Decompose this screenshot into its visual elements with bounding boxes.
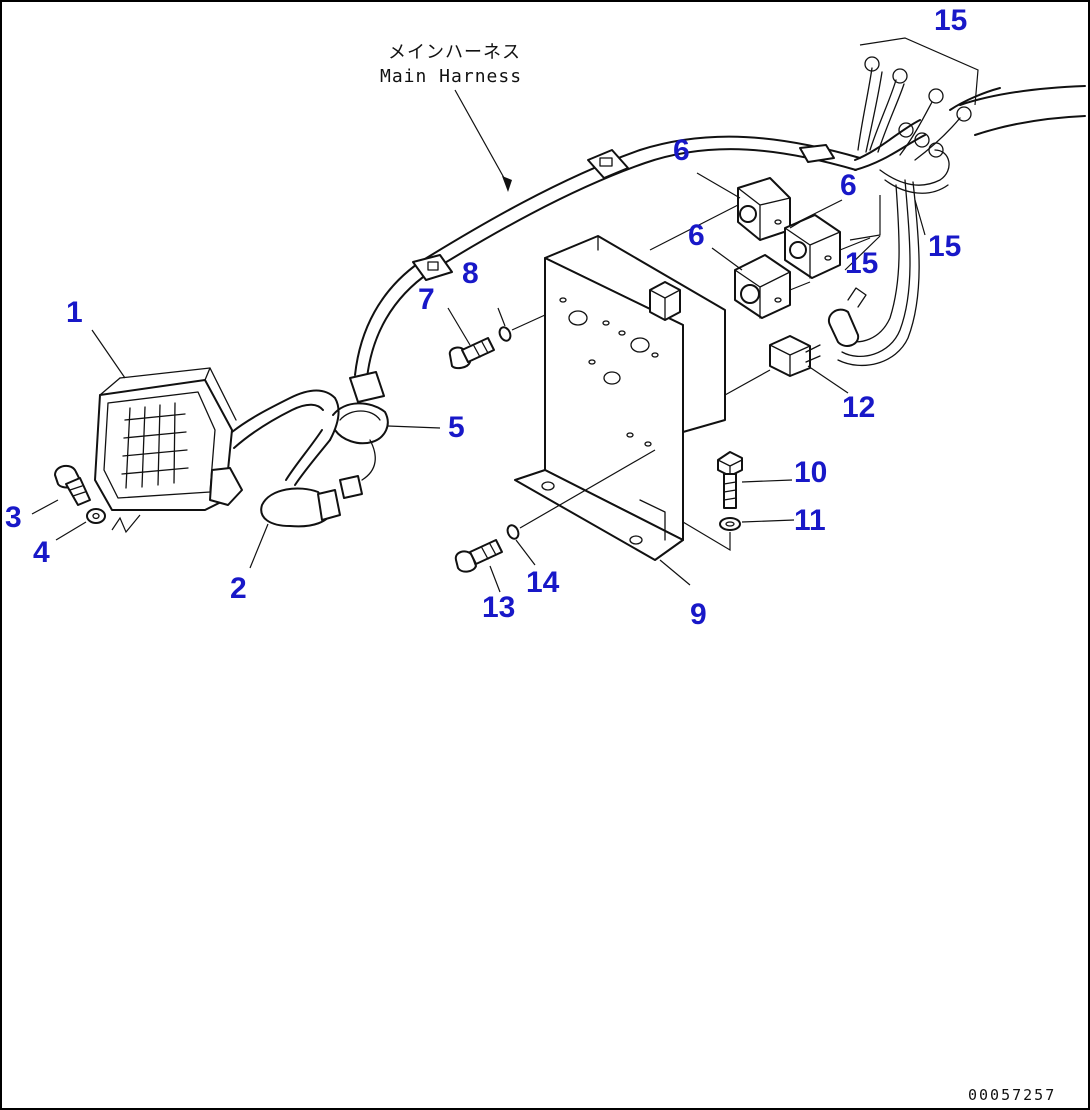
callout-6-lower: 6	[688, 219, 705, 252]
switch-lower	[734, 254, 791, 319]
lamp-connector	[260, 402, 389, 528]
switch-upper	[737, 177, 791, 241]
harness-label-en: Main Harness	[380, 66, 522, 87]
callout-4: 4	[33, 536, 50, 569]
callout-6-upper: 6	[673, 134, 690, 167]
callout-numbers: 1 2 3 4 5 6 6 6 7 8 9 10 11 12 13 14 15 …	[5, 4, 967, 631]
harness-clamp	[587, 149, 629, 179]
drawing-number: 00057257	[968, 1086, 1056, 1104]
bolt-3	[54, 464, 91, 506]
callout-1: 1	[66, 296, 83, 329]
callout-7: 7	[418, 283, 435, 316]
harness-clamp	[412, 254, 453, 281]
callout-5: 5	[448, 411, 465, 444]
callout-6-right: 6	[840, 169, 857, 202]
main-harness	[349, 85, 1086, 403]
harness-arrowhead	[502, 176, 512, 192]
washer-14	[506, 524, 520, 540]
bolt-10	[717, 451, 743, 509]
callout-12: 12	[842, 391, 875, 424]
washer-11	[719, 517, 741, 531]
callout-14: 14	[526, 566, 560, 599]
callout-8: 8	[462, 257, 479, 290]
washer-4	[86, 508, 106, 524]
harness-clamp	[349, 371, 385, 403]
callout-leaders	[31, 172, 926, 593]
bolt-7	[448, 337, 495, 370]
harness-clamp	[799, 144, 835, 163]
callout-15-top: 15	[934, 4, 967, 37]
callout-2: 2	[230, 572, 247, 605]
callout-9: 9	[690, 598, 707, 631]
callout-11: 11	[794, 504, 826, 537]
callout-15-mid: 15	[845, 247, 878, 280]
callout-13: 13	[482, 591, 515, 624]
mounting-bracket	[514, 235, 726, 561]
callout-10: 10	[794, 456, 827, 489]
bolt-13	[454, 539, 503, 573]
work-lamp	[94, 367, 340, 511]
small-switch-12	[724, 335, 821, 396]
harness-label-group: メインハーネス Main Harness	[380, 42, 522, 192]
callout-15-right: 15	[928, 230, 961, 263]
washer-8	[498, 326, 512, 342]
lamp-lens-grid	[121, 402, 189, 489]
callout-3: 3	[5, 501, 22, 534]
harness-label-jp: メインハーネス	[388, 42, 521, 63]
ring-terminal-bundle	[827, 37, 979, 367]
switch-right	[784, 214, 841, 279]
